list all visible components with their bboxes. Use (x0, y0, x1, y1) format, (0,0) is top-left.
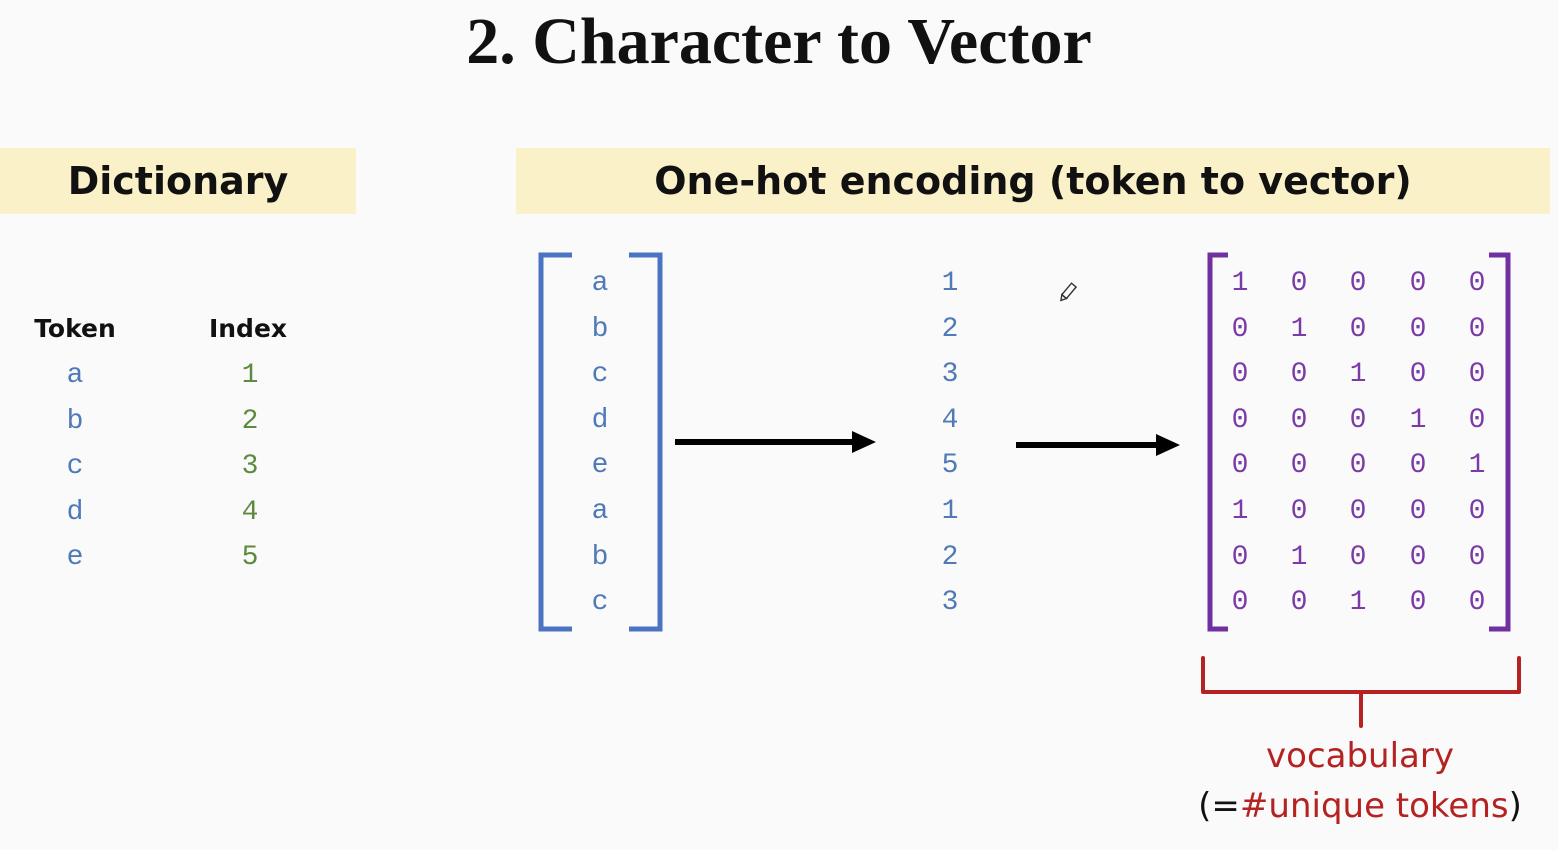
matrix-cell: 0 (1290, 268, 1308, 299)
sequence-token: c (591, 359, 609, 391)
vocabulary-brace (1201, 656, 1521, 728)
matrix-cell: 0 (1409, 541, 1427, 573)
matrix-cell: 0 (1231, 450, 1249, 482)
matrix-cell: 0 (1290, 359, 1308, 391)
sequence-index: 3 (941, 587, 959, 619)
sequence-token: a (591, 268, 609, 299)
sequence-index: 2 (941, 541, 959, 573)
matrix-cell: 1 (1349, 359, 1367, 391)
sequence-token: c (591, 587, 609, 619)
dictionary-index: 2 (241, 405, 259, 437)
sequence-token: e (591, 450, 609, 482)
matrix-cell: 1 (1290, 313, 1308, 345)
sequence-token: b (591, 313, 609, 345)
dictionary-token: b (66, 405, 84, 437)
dictionary-index: 1 (241, 360, 259, 391)
matrix-cell: 0 (1290, 587, 1308, 619)
matrix-cell: 1 (1349, 587, 1367, 619)
matrix-cell: 0 (1349, 268, 1367, 299)
matrix-left-bracket (1207, 252, 1228, 632)
sequence-index: 1 (941, 496, 959, 527)
sequence-index: 4 (941, 404, 959, 436)
sequence-token: b (591, 541, 609, 573)
matrix-cell: 0 (1468, 587, 1486, 619)
sequence-index: 5 (941, 450, 959, 482)
matrix-cell: 0 (1468, 541, 1486, 573)
pencil-cursor-icon (1060, 282, 1078, 302)
dictionary-index: 4 (241, 496, 259, 528)
vocabulary-label: vocabulary (1266, 736, 1454, 776)
matrix-cell: 0 (1468, 268, 1486, 299)
matrix-cell: 0 (1231, 359, 1249, 391)
matrix-right-bracket (1489, 252, 1511, 632)
dictionary-token: e (66, 542, 84, 573)
matrix-cell: 1 (1231, 268, 1249, 299)
matrix-cell: 1 (1409, 404, 1427, 436)
matrix-cell: 0 (1290, 496, 1308, 527)
matrix-cell: 0 (1290, 404, 1308, 436)
matrix-cell: 0 (1409, 496, 1427, 527)
sequence-index: 3 (941, 359, 959, 391)
sequence-token: a (591, 496, 609, 527)
arrow-right-icon (675, 431, 876, 453)
matrix-cell: 0 (1231, 404, 1249, 436)
matrix-cell: 0 (1349, 313, 1367, 345)
matrix-cell: 0 (1231, 587, 1249, 619)
dictionary-index: 3 (241, 451, 259, 482)
matrix-cell: 0 (1468, 313, 1486, 345)
matrix-cell: 0 (1468, 359, 1486, 391)
dictionary-index: 5 (241, 542, 259, 573)
page-title: 2. Character to Vector (466, 5, 1092, 78)
matrix-cell: 1 (1468, 450, 1486, 482)
matrix-cell: 0 (1409, 450, 1427, 482)
matrix-cell: 0 (1409, 313, 1427, 345)
token-column-header: Token (34, 314, 116, 343)
onehot-banner: One-hot encoding (token to vector) (516, 148, 1550, 214)
dictionary-token: c (66, 451, 84, 482)
vocabulary-note: (=#unique tokens) (1198, 786, 1522, 826)
matrix-cell: 0 (1409, 587, 1427, 619)
sequence-index: 2 (941, 313, 959, 345)
sequence-left-bracket (538, 252, 572, 632)
dictionary-token: a (66, 360, 84, 391)
dictionary-banner: Dictionary (0, 148, 356, 214)
matrix-cell: 0 (1290, 450, 1308, 482)
matrix-cell: 0 (1231, 313, 1249, 345)
sequence-right-bracket (629, 252, 663, 632)
sequence-token: d (591, 404, 609, 436)
matrix-cell: 0 (1409, 268, 1427, 299)
matrix-cell: 0 (1349, 541, 1367, 573)
matrix-cell: 0 (1349, 450, 1367, 482)
index-column-header: Index (208, 314, 288, 343)
matrix-cell: 1 (1231, 496, 1249, 527)
matrix-cell: 0 (1349, 404, 1367, 436)
dictionary-token: d (66, 496, 84, 528)
matrix-cell: 0 (1468, 496, 1486, 527)
matrix-cell: 1 (1290, 541, 1308, 573)
matrix-cell: 0 (1349, 496, 1367, 527)
sequence-index: 1 (941, 268, 959, 299)
matrix-cell: 0 (1409, 359, 1427, 391)
matrix-cell: 0 (1231, 541, 1249, 573)
arrow-right-icon (1016, 434, 1180, 456)
matrix-cell: 0 (1468, 404, 1486, 436)
